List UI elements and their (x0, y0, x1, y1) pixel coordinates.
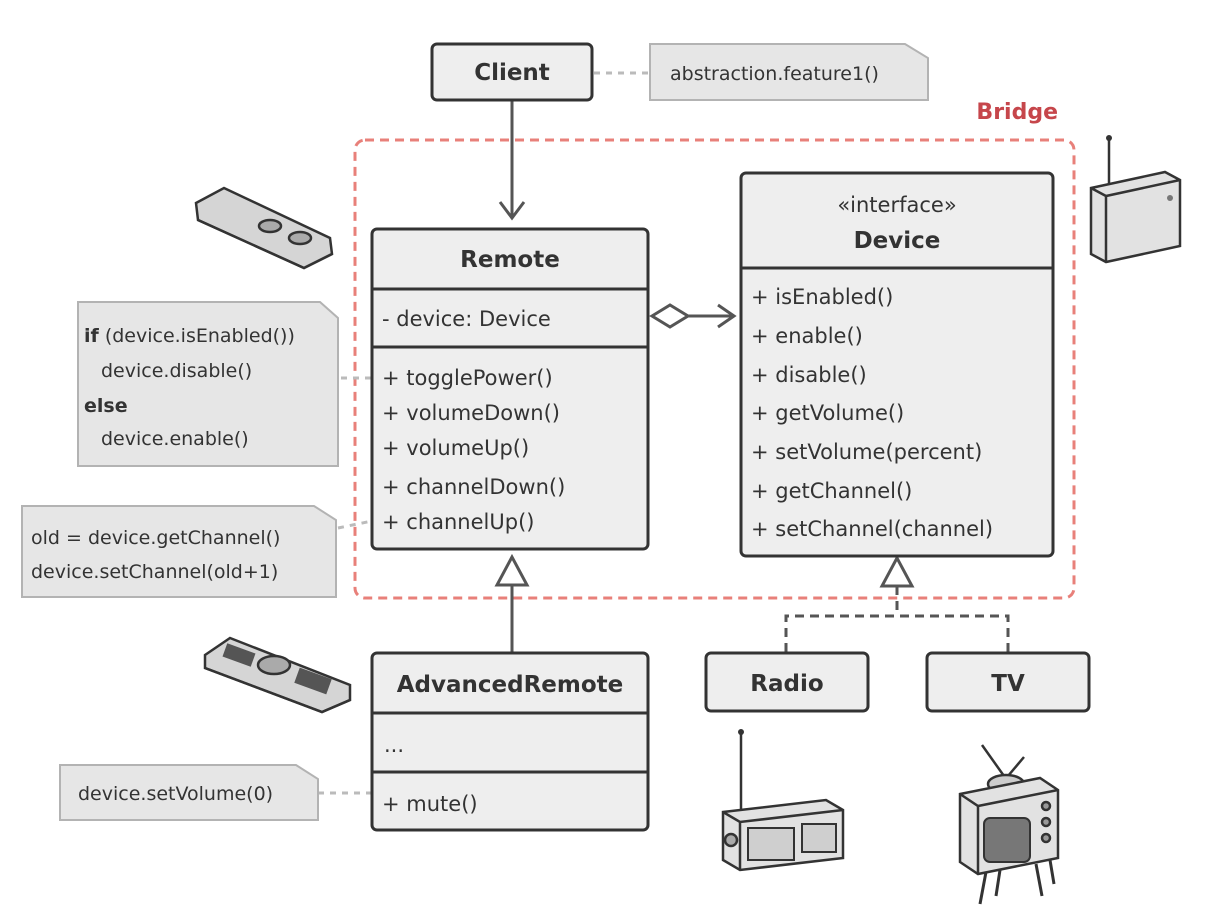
toggle-note-if-keyword: if (84, 325, 100, 347)
channel-up-note (21, 505, 337, 598)
association-arrowhead (498, 201, 526, 221)
channel-note-line-1: old = device.getChannel() (31, 527, 280, 549)
radio-box-icon (1089, 135, 1182, 264)
aggregation-arrowhead (717, 303, 737, 329)
remote-class: Remote - device: Device + togglePower() … (370, 227, 650, 551)
device-realization-branches (784, 614, 1010, 652)
remote-field-device: - device: Device (382, 307, 551, 331)
device-method-getvolume: + getVolume() (751, 401, 904, 425)
toggle-power-note (77, 301, 339, 467)
device-stereotype: «interface» (837, 193, 956, 217)
device-interface: «interface» Device + isEnabled() + enabl… (739, 171, 1055, 558)
advanced-remote-class-name: AdvancedRemote (397, 672, 624, 698)
client-class-name: Client (474, 60, 550, 86)
remote-method-channeldown: + channelDown() (382, 475, 565, 499)
toggle-note-line-2: device.disable() (101, 360, 252, 382)
device-method-setchannel: + setChannel(channel) (751, 517, 993, 541)
device-realization-triangle (879, 554, 915, 588)
device-method-isenabled: + isEnabled() (751, 285, 893, 309)
remote-method-channelup: + channelUp() (382, 510, 534, 534)
channel-note-line-2: device.setChannel(old+1) (31, 561, 278, 583)
remote-class-name: Remote (460, 247, 560, 273)
mute-note-text: device.setVolume(0) (78, 783, 273, 805)
device-method-getchannel: + getChannel() (751, 479, 912, 503)
device-method-enable: + enable() (751, 324, 863, 348)
remote-method-volumedown: + volumeDown() (382, 401, 560, 425)
remote-icon (194, 186, 334, 270)
aggregation-diamond (649, 303, 691, 329)
advanced-remote-field-ellipsis: ... (384, 733, 404, 757)
advanced-remote-icon (203, 636, 352, 714)
toggle-note-line-1: if (device.isEnabled()) (84, 325, 295, 347)
tv-class-name: TV (991, 671, 1025, 697)
channel-note-connector (337, 519, 373, 530)
device-interface-name: Device (854, 228, 941, 254)
toggle-note-else-keyword: else (84, 395, 128, 417)
bridge-label: Bridge (976, 100, 1058, 125)
bridge-boundary (353, 138, 1076, 600)
tv-class (925, 651, 1091, 713)
device-method-setvolume: + setVolume(percent) (751, 440, 982, 464)
radio-class-name: Radio (750, 671, 823, 697)
remote-inheritance-triangle (494, 553, 530, 587)
toggle-note-line-4: device.enable() (101, 428, 249, 450)
tv-icon (958, 744, 1060, 905)
client-note-text: abstraction.feature1() (670, 63, 879, 85)
device-method-disable: + disable() (751, 363, 867, 387)
toggle-note-condition: (device.isEnabled()) (99, 325, 295, 347)
advanced-remote-class: AdvancedRemote ... + mute() (370, 651, 650, 832)
remote-method-togglepower: + togglePower() (382, 366, 553, 390)
remote-method-volumeup: + volumeUp() (382, 436, 529, 460)
client-class (430, 42, 594, 102)
radio-class (704, 651, 870, 713)
client-note (649, 43, 929, 101)
mute-note (59, 764, 319, 821)
radio-icon (721, 729, 845, 872)
advanced-remote-method-mute: + mute() (382, 792, 478, 816)
